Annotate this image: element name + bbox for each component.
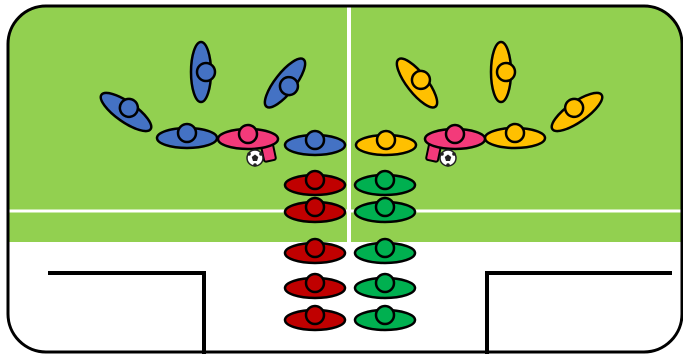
player-head [306,198,324,216]
player-head [306,239,324,257]
player-head [197,63,215,81]
player-head [376,171,394,189]
player-head [376,274,394,292]
player-head [376,239,394,257]
player-head [178,124,196,142]
player-head [306,274,324,292]
player-head [306,131,324,149]
right-ball-icon [440,150,456,167]
left-ball-icon [247,150,263,167]
player-head [306,171,324,189]
player-head [376,306,394,324]
player-head [377,131,395,149]
player-head [376,198,394,216]
player-head [497,63,515,81]
player-head [306,306,324,324]
player-head [239,125,257,143]
player-head [506,124,524,142]
player-head [446,125,464,143]
